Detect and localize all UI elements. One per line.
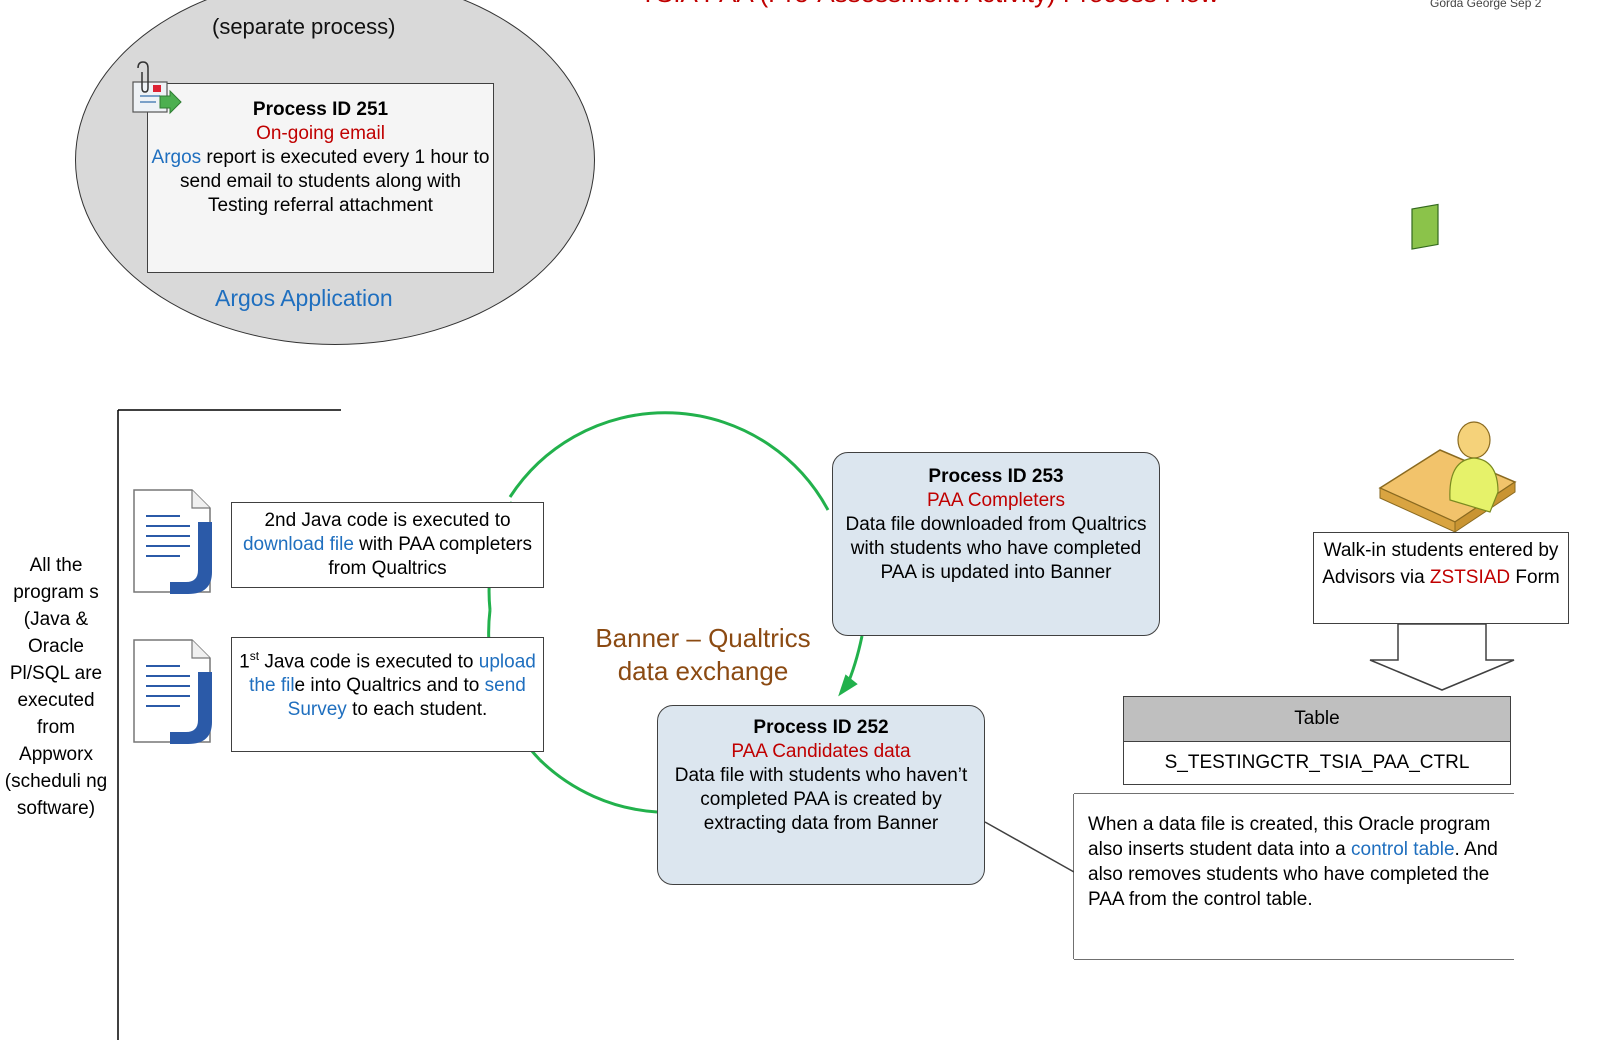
process-251-box: Process ID 251 On-going email Argos repo… xyxy=(147,83,494,273)
table-name: S_TESTINGCTR_TSIA_PAA_CTRL xyxy=(1124,742,1510,784)
table-header: Table xyxy=(1124,697,1510,742)
upload-file-link: upload the fil xyxy=(249,651,536,697)
note-text-b: . And also removes students who have com… xyxy=(1088,839,1498,910)
process-252-name: PAA Candidates data xyxy=(731,741,911,762)
send-survey-link: send Survey xyxy=(287,675,526,721)
control-table: Table S_TESTINGCTR_TSIA_PAA_CTRL xyxy=(1123,696,1511,785)
java-1-ordinal-sup: st xyxy=(249,649,260,663)
note-text-a: When a data file is created, this Oracle… xyxy=(1088,814,1491,860)
java-1-text-b: e into Qualtrics and to xyxy=(294,675,485,697)
process-253-name: PAA Completers xyxy=(927,490,1065,511)
java-1-text-a: Java code is executed to xyxy=(259,651,479,673)
java-2-text-a: 2nd Java code is executed to xyxy=(264,510,511,531)
exchange-arrowhead xyxy=(838,674,858,697)
author-label: Gorda George Sep 2 xyxy=(1430,0,1542,10)
java-1-ordinal: 1 xyxy=(239,651,250,673)
process-251-id: Process ID 251 xyxy=(252,99,389,120)
diagram-title: TSIA PAA (Pre-Assessment Activity) Proce… xyxy=(640,0,1219,9)
control-table-link: control table xyxy=(1351,839,1455,860)
java-file-icon-2 xyxy=(133,639,212,744)
process-253-desc: Data file downloaded from Qualtrics with… xyxy=(845,514,1147,583)
appworx-bracket xyxy=(117,409,341,1040)
process-251-desc-text: report is executed every 1 hour to send … xyxy=(180,147,490,216)
java-2-box: 2nd Java code is executed to download fi… xyxy=(231,502,544,588)
appworx-description: All the program s (Java & Oracle Pl/SQL … xyxy=(4,555,108,819)
java-1-box: 1st Java code is executed to upload the … xyxy=(231,637,544,752)
oracle-note: When a data file is created, this Oracle… xyxy=(1074,794,1514,959)
download-file-link: download file xyxy=(242,534,354,555)
process-251-name: On-going email xyxy=(256,123,385,144)
argos-application-label: Argos Application xyxy=(215,285,393,311)
email-attachment-icon xyxy=(132,61,182,115)
process-252-desc: Data file with students who haven’t comp… xyxy=(674,765,968,834)
note-connector xyxy=(984,821,1075,873)
java-2-text-b: with PAA completers from Qualtrics xyxy=(328,534,533,579)
process-252-id: Process ID 252 xyxy=(753,717,889,738)
advisor-computer-icon xyxy=(1378,203,1517,533)
exchange-label: Banner – Qualtrics data exchange xyxy=(595,623,811,686)
walkin-text-end: Form xyxy=(1510,567,1560,588)
java-file-icon-1 xyxy=(133,489,212,594)
zstsiad-form-label: ZSTSIAD xyxy=(1429,567,1511,588)
java-1-text-c: to each student. xyxy=(346,699,488,721)
walkin-down-arrow xyxy=(1369,623,1515,691)
walkin-text: Walk-in students entered by Advisors via xyxy=(1322,540,1559,588)
separate-process-label: (separate process) xyxy=(212,14,396,39)
process-253-box: Process ID 253 PAA Completers Data file … xyxy=(832,452,1160,636)
process-252-box: Process ID 252 PAA Candidates data Data … xyxy=(657,705,985,885)
walkin-box: Walk-in students entered by Advisors via… xyxy=(1313,532,1569,624)
argos-link: Argos xyxy=(151,147,202,168)
process-251-desc: Argos report is executed every 1 hour to… xyxy=(148,146,493,218)
process-253-id: Process ID 253 xyxy=(928,466,1064,487)
